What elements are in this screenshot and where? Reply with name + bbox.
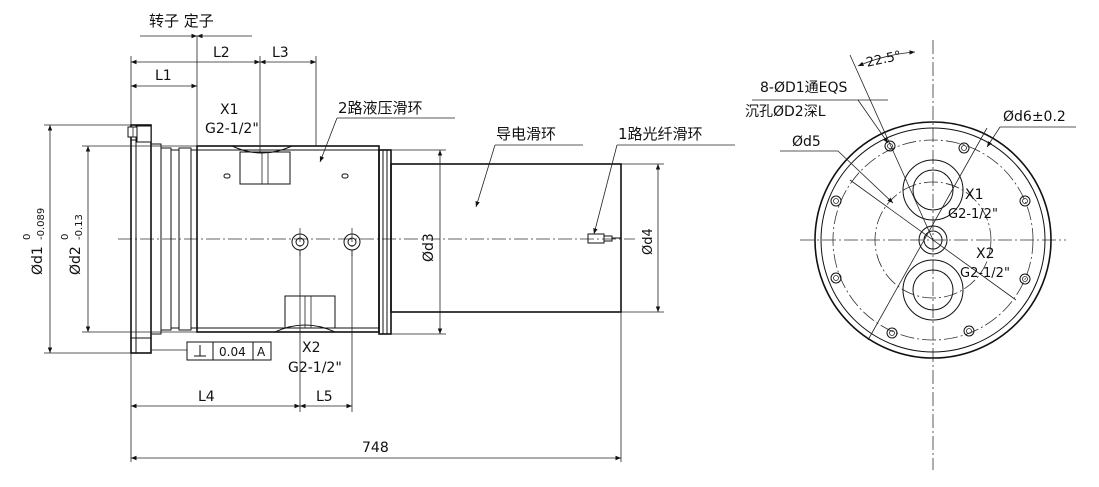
X1-thread: G2-1/2" — [205, 121, 259, 137]
angle-label: 22.5° — [865, 49, 903, 71]
X2-thread: G2-1/2" — [288, 360, 342, 376]
d1-lower: -0.089 — [36, 208, 47, 240]
d2-upper: 0 — [60, 234, 71, 240]
port-X2-outer — [902, 259, 964, 321]
d1-upper: 0 — [22, 234, 33, 240]
X2-label: X2 — [302, 340, 321, 356]
L5-label: L5 — [316, 389, 333, 405]
fiber-connector — [587, 233, 621, 244]
outer-rim — [814, 121, 1052, 359]
electric-leader: 导电滑环 — [475, 125, 583, 208]
d1-label: Ød1 — [30, 246, 46, 275]
L4-label: L4 — [198, 389, 215, 405]
d5-label: Ød5 — [792, 134, 821, 150]
end-X1-thread: G2-1/2" — [948, 207, 998, 222]
rotor-stator-label: 转子 定子 — [149, 12, 214, 30]
center-hole — [918, 225, 948, 255]
d4-label: Ød4 — [641, 228, 656, 255]
hydraulic-ring-label: 2路液压滑环 — [338, 99, 423, 117]
fiber-ring-label: 1路光纤滑环 — [618, 125, 703, 143]
stator-flange — [378, 149, 392, 335]
d3-label: Ød3 — [421, 233, 437, 262]
end-X2-label: X2 — [976, 246, 995, 262]
holes-label: 8-ØD1通EQS — [760, 80, 848, 96]
bottom-dimensions: L4 L5 748 — [130, 250, 622, 462]
d2-lower: -0.13 — [74, 214, 85, 240]
d6-callout: Ød6±0.2 — [986, 109, 1076, 148]
dim-d3: Ød3 — [391, 149, 446, 335]
top-dimensions: L1 L2 L3 转子 定子 — [130, 12, 317, 152]
d2-label: Ød2 — [68, 246, 84, 275]
X1-label: X1 — [220, 102, 239, 118]
end-X2-thread: G2-1/2" — [960, 266, 1010, 281]
holes-callout: 8-ØD1通EQS 沉孔ØD2深L — [745, 80, 889, 144]
L1-label: L1 — [155, 68, 172, 84]
L2-label: L2 — [213, 45, 230, 61]
port-X1-outer — [902, 159, 964, 221]
end-X1-label: X1 — [965, 187, 984, 203]
rotor-grooves — [150, 143, 198, 335]
tolerance-value: 0.04 — [219, 345, 246, 359]
tolerance-frame: 0.04 A — [151, 341, 272, 361]
end-view: 22.5° 8-ØD1通EQS 沉孔ØD2深L Ød5 Ød6±0.2 X1 G… — [745, 40, 1076, 470]
electric-ring-label: 导电滑环 — [496, 125, 556, 143]
hydraulic-leader: 2路液压滑环 — [319, 99, 455, 163]
bolt-holes — [830, 140, 1031, 339]
fiber-leader: 1路光纤滑环 — [593, 125, 735, 235]
side-view: Ød1 0 -0.089 Ød2 0 -0.13 Ød3 Ød4 — [22, 12, 735, 462]
total-length-label: 748 — [362, 440, 389, 456]
counterbore-label: 沉孔ØD2深L — [745, 104, 826, 120]
dim-d2: Ød2 0 -0.13 — [60, 145, 197, 333]
L3-label: L3 — [272, 45, 289, 61]
d5-callout: Ød5 — [780, 134, 894, 204]
dim-d4: Ød4 — [621, 163, 664, 313]
d6-label: Ød6±0.2 — [1003, 109, 1066, 125]
tolerance-datum: A — [257, 345, 266, 359]
dim-d1: Ød1 0 -0.089 — [22, 124, 131, 354]
